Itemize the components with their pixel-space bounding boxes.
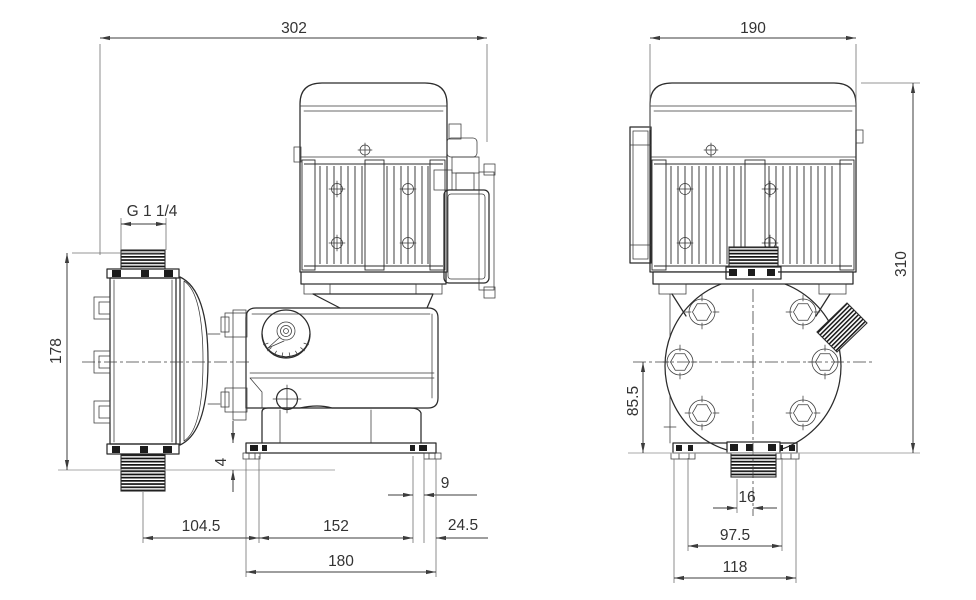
side-base-bracket (242, 442, 442, 460)
gearbox-outline (245, 307, 439, 409)
fin-screw-icon (399, 234, 417, 252)
front-top-port (725, 246, 782, 280)
dim-front-slot-spacing-label: 97.5 (720, 527, 750, 544)
discharge-thread (120, 453, 166, 492)
dim-overall-length-label: 302 (281, 20, 307, 37)
stroke-adjustment-knob (261, 309, 311, 359)
hex-bolt-icon (684, 294, 720, 330)
motor-side-tab (293, 146, 302, 163)
head-side-ports (93, 296, 111, 424)
dim-front-slot-spacing: 97.5 (687, 458, 783, 551)
oil-plug (272, 384, 302, 414)
fin-screw-icon (328, 180, 346, 198)
motor-bell (312, 293, 434, 309)
dim-base-plate-gap: 4 (213, 421, 236, 492)
dim-axis-to-base-label: 85.5 (625, 386, 642, 416)
front-view: 190 310 85.5 16 97.5 (625, 20, 920, 583)
dim-overall-height-label: 310 (893, 251, 910, 277)
dim-port-offset: 16 (713, 479, 777, 513)
motor-fins (301, 159, 446, 271)
side-dimensions: 302 G 1 1/4 178 4 9 (48, 20, 488, 577)
rear-flange-plate (478, 171, 495, 291)
side-pedestal (261, 405, 422, 444)
side-dosing-head (93, 249, 180, 492)
fin-screw-icon (399, 180, 417, 198)
motor-side-tab (855, 129, 864, 144)
dim-front-base-width-label: 118 (723, 559, 748, 576)
dim-base-length-label: 180 (328, 553, 354, 570)
front-motor (649, 82, 864, 317)
hex-bolt-icon (684, 395, 720, 431)
front-dimensions: 190 310 85.5 16 97.5 (625, 20, 920, 583)
dim-head-height-label: 178 (48, 338, 65, 364)
motor-housing-outline (299, 82, 448, 273)
dim-slot-width: 9 (388, 456, 477, 543)
dim-slot-width-label: 9 (441, 475, 450, 492)
side-pump-body (245, 307, 439, 414)
motor-flange (300, 271, 447, 285)
hex-bolt-icon (785, 395, 821, 431)
side-terminal-box (433, 123, 496, 299)
dim-head-height: 178 (48, 252, 335, 471)
knob-pointer-icon (267, 336, 285, 349)
dim-overall-length: 302 (99, 20, 488, 255)
front-centerlines (633, 289, 872, 516)
dim-motor-width: 190 (649, 20, 857, 130)
motor-fins (651, 159, 855, 271)
head-body (109, 277, 177, 445)
front-terminal-box (629, 126, 652, 264)
dim-base-plate-gap-label: 4 (213, 457, 230, 466)
front-bell-edge (663, 293, 677, 444)
dim-thread-size: G 1 1/4 (120, 203, 178, 250)
dim-overall-height: 310 (628, 82, 920, 454)
side-motor (293, 82, 448, 309)
motor-bell (671, 293, 831, 317)
head-bolts (662, 294, 843, 431)
dim-port-offset-label: 16 (738, 489, 755, 506)
dim-front-base-width: 118 (673, 459, 797, 583)
dim-port-to-slot-label: 104.5 (182, 518, 221, 535)
angled-connector (816, 302, 868, 353)
dim-axis-to-base: 85.5 (625, 362, 646, 453)
dim-motor-width-label: 190 (740, 20, 766, 37)
side-flange-disc (179, 276, 248, 446)
fin-screw-icon (328, 234, 346, 252)
dim-thread-size-label: G 1 1/4 (127, 203, 178, 220)
dim-slot-spacing-label: 152 (323, 518, 349, 535)
dim-slot-to-edge-label: 24.5 (448, 517, 478, 534)
dim-chain-bottom: 104.5 152 24.5 180 (142, 456, 488, 577)
front-bottom-port (726, 441, 781, 478)
side-view: 302 G 1 1/4 178 4 9 (48, 20, 496, 577)
cable-gland-nut (451, 156, 480, 174)
cable-elbow-icon (448, 123, 462, 140)
hex-bolt-icon (785, 294, 821, 330)
terminal-box-body (443, 189, 490, 284)
